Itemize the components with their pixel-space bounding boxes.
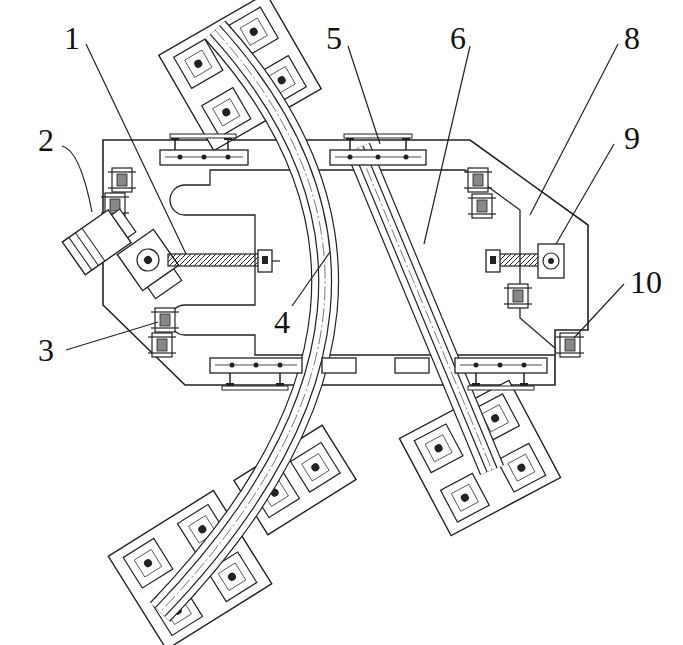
callout-number: 8 (624, 22, 640, 54)
callout-number: 3 (38, 334, 54, 366)
callout-number: 2 (38, 124, 54, 156)
callout-number: 4 (274, 306, 290, 338)
callout-number: 10 (630, 266, 662, 298)
callout-number: 1 (64, 22, 80, 54)
callout-number: 9 (624, 122, 640, 154)
callout-number: 5 (326, 22, 342, 54)
callout-number: 6 (450, 22, 466, 54)
